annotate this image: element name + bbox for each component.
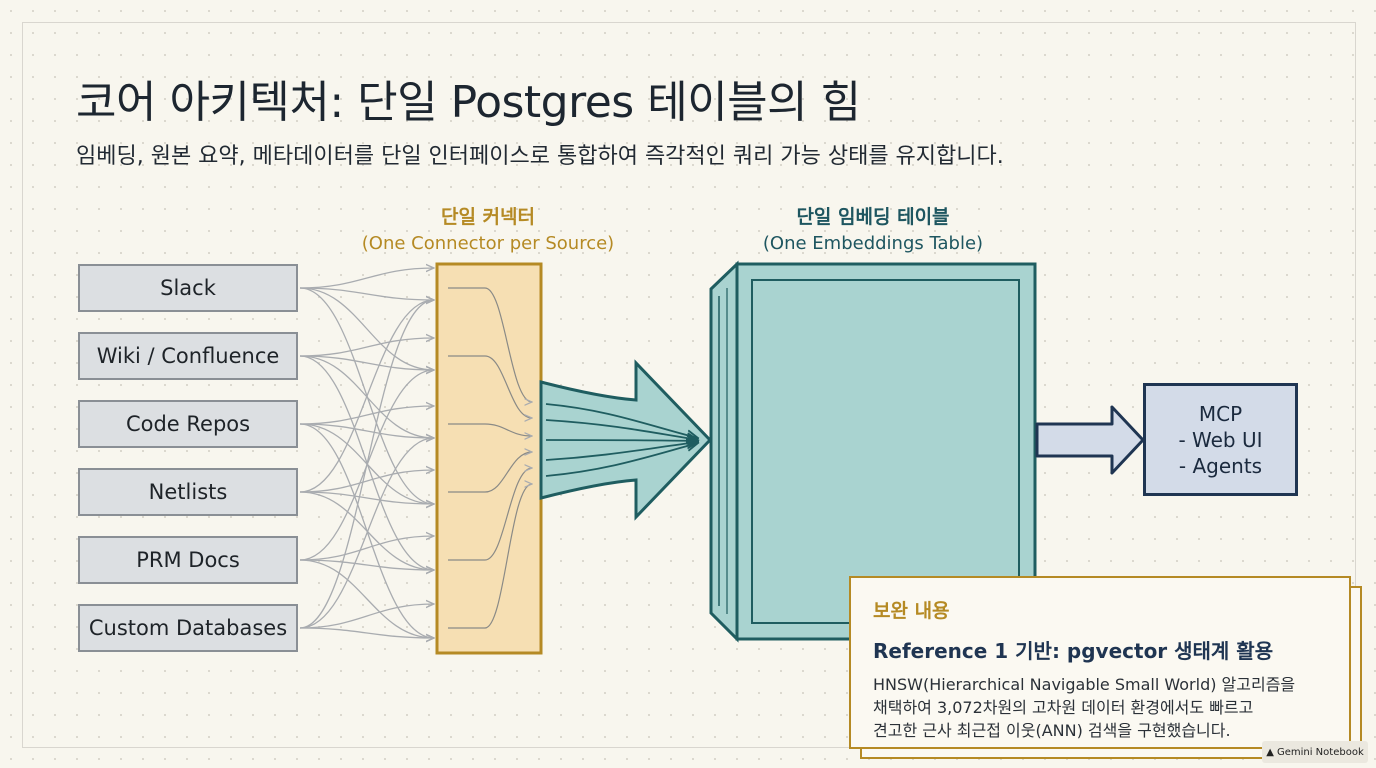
- source-label: PRM Docs: [136, 548, 240, 572]
- connection-line: [299, 423, 434, 438]
- source-label: Code Repos: [125, 412, 251, 436]
- connection-line: [299, 559, 434, 638]
- table-subtitle: (One Embeddings Table): [762, 233, 984, 254]
- connector-route-line: [448, 355, 532, 418]
- frame-right-line: [1355, 22, 1356, 748]
- source-custom-databases: Custom Databases: [78, 604, 298, 652]
- source-netlists: Netlists: [78, 468, 298, 516]
- connection-line: [299, 338, 434, 357]
- connection-line: [299, 604, 434, 629]
- connection-line: [299, 559, 434, 570]
- source-label: Slack: [160, 276, 216, 300]
- connection-line: [299, 491, 434, 570]
- connection-line: [299, 287, 434, 300]
- note-body-line: 채택하여 3,072차원의 고차원 데이터 환경에서도 빠르고: [873, 698, 1254, 717]
- badge-label: Gemini Notebook: [1276, 746, 1364, 758]
- slide-subtitle: 임베딩, 원본 요약, 메타데이터를 단일 인터페이스로 통합하여 즉각적인 쿼…: [76, 144, 1004, 169]
- output-arrow: [1035, 405, 1145, 475]
- frame-bottom-line: [22, 747, 1356, 748]
- connection-line: [299, 438, 434, 629]
- source-wiki-confluence: Wiki / Confluence: [78, 332, 298, 380]
- output-mcp: MCP: [1198, 401, 1243, 426]
- note-reference: Reference 1 기반: pgvector 생태계 활용: [873, 639, 1274, 663]
- connection-line: [299, 491, 434, 504]
- source-label: Wiki / Confluence: [96, 344, 280, 368]
- note-body: HNSW(Hierarchical Navigable Small World)…: [873, 673, 1329, 742]
- source-slack: Slack: [78, 264, 298, 312]
- gemini-notebook-badge: ▲ Gemini Notebook: [1262, 741, 1368, 763]
- supplement-note-card: 보완 내용 Reference 1 기반: pgvector 생태계 활용 HN…: [849, 576, 1351, 749]
- connection-line: [299, 470, 434, 493]
- source-label: Netlists: [148, 480, 228, 504]
- output-agents: - Agents: [1178, 453, 1263, 478]
- output-consumers-box: MCP - Web UI - Agents: [1143, 383, 1298, 496]
- output-web-ui: - Web UI: [1178, 427, 1263, 452]
- connection-line: [299, 287, 434, 370]
- note-body-line: 견고한 근사 최근접 이웃(ANN) 검색을 구현했습니다.: [873, 721, 1231, 740]
- connector-subtitle: (One Connector per Source): [361, 233, 615, 254]
- connector-route-line: [448, 287, 532, 402]
- source-prm-docs: PRM Docs: [78, 536, 298, 584]
- source-code-repos: Code Repos: [78, 400, 298, 448]
- flow-stream-lines: [545, 403, 698, 477]
- connector-route-line: [448, 423, 532, 436]
- table-heading: 단일 임베딩 테이블 (One Embeddings Table): [703, 202, 1043, 254]
- note-heading: 보완 내용: [873, 600, 950, 622]
- connector-heading: 단일 커넥터 (One Connector per Source): [318, 202, 658, 254]
- table-title: 단일 임베딩 테이블: [796, 206, 950, 228]
- connection-line: [299, 355, 434, 370]
- connection-line: [299, 300, 434, 493]
- connector-box: [435, 262, 543, 655]
- connector-route-line: [448, 484, 532, 629]
- connection-line: [299, 627, 434, 638]
- source-connection-lines: [299, 268, 434, 638]
- connector-title: 단일 커넥터: [440, 206, 535, 228]
- frame-top-line: [22, 22, 1356, 23]
- connection-line: [299, 268, 434, 289]
- connector-route-line: [448, 468, 532, 561]
- notebook-logo-icon: ▲: [1266, 746, 1274, 758]
- note-body-line: HNSW(Hierarchical Navigable Small World)…: [873, 675, 1296, 694]
- connector-internal-lines: [448, 287, 532, 629]
- connection-line: [299, 406, 434, 425]
- source-label: Custom Databases: [88, 616, 288, 640]
- connection-line: [299, 300, 434, 629]
- connection-line: [299, 536, 434, 561]
- connector-route-line: [448, 452, 532, 493]
- frame-left-line: [22, 22, 23, 748]
- slide-title: 코어 아키텍처: 단일 Postgres 테이블의 힘: [76, 77, 861, 128]
